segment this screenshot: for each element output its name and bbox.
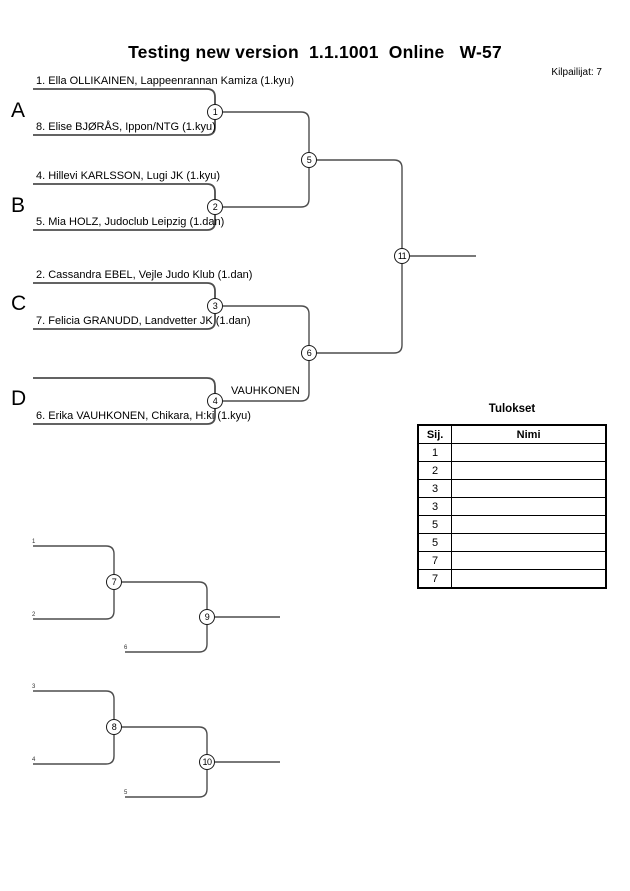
result-name [451,479,607,498]
result-row: 5 [417,533,607,552]
page-title: Testing new version 1.1.1001 Online W-57 [128,42,502,62]
competitor-slot: 4. Hillevi KARLSSON, Lugi JK (1.kyu) [36,170,221,182]
competitor-slot: 1. Ella OLLIKAINEN, Lappeenrannan Kamiza… [36,75,295,87]
competitor-slot: 2. Cassandra EBEL, Vejle Judo Klub (1.da… [36,269,253,281]
repechage1-final-line [122,581,208,653]
result-name [451,443,607,462]
result-name [451,551,607,570]
result-row: 5 [417,515,607,534]
result-row: 1 [417,443,607,462]
result-place: 1 [417,443,453,462]
result-place: 5 [417,515,453,534]
match-circle-10[interactable]: 10 [199,754,215,770]
match-circle-5[interactable]: 5 [301,152,317,168]
result-row: 3 [417,479,607,498]
results-col-place: Sij. [417,424,453,444]
result-row: 3 [417,497,607,516]
repechage-feed-label: 4 [32,757,36,763]
result-row: 7 [417,569,607,589]
match-winner-label: VAUHKONEN [231,385,300,397]
bracket-line-semifinal-top [223,111,310,208]
repechage-feed-label: 1 [32,539,36,545]
match-circle-1[interactable]: 1 [207,104,223,120]
repechage2-pair-line [33,690,115,765]
repechage2-final-line [122,726,208,798]
result-row: 2 [417,461,607,480]
pool-letter-b: B [11,194,26,217]
result-name [451,569,607,589]
result-name [451,497,607,516]
results-table: Sij. Nimi 1 2 3 3 5 [417,424,607,589]
match-circle-9[interactable]: 9 [199,609,215,625]
result-row: 7 [417,551,607,570]
repechage-feed-label: 3 [32,684,36,690]
result-place: 3 [417,479,453,498]
result-place: 5 [417,533,453,552]
bracket-line-final [317,159,403,354]
result-place: 7 [417,551,453,570]
result-place: 2 [417,461,453,480]
repechage-feed-label: 5 [124,790,128,796]
match-circle-4[interactable]: 4 [207,393,223,409]
competitors-count: Kilpailijat: 7 [551,67,602,78]
result-name [451,461,607,480]
competitor-slot: 7. Felicia GRANUDD, Landvetter JK (1.dan… [36,315,251,327]
competitor-slot: 5. Mia HOLZ, Judoclub Leipzig (1.dan) [36,216,225,228]
repechage-feed-label: 6 [124,645,128,651]
competitor-slot: 6. Erika VAUHKONEN, Chikara, H:ki (1.kyu… [36,410,251,422]
match-circle-11[interactable]: 11 [394,248,410,264]
match-circle-2[interactable]: 2 [207,199,223,215]
results-header-row: Sij. Nimi [417,424,607,444]
results-col-name: Nimi [451,424,607,444]
match-circle-8[interactable]: 8 [106,719,122,735]
pool-letter-c: C [11,292,27,315]
repechage1-pair-line [33,545,115,620]
pool-letter-d: D [11,387,27,410]
match-circle-3[interactable]: 3 [207,298,223,314]
result-place: 3 [417,497,453,516]
results-panel: Tulokset Sij. Nimi 1 2 3 3 [417,403,607,589]
result-name [451,515,607,534]
competitor-slot: 8. Elise BJØRÅS, Ippon/NTG (1.kyu) [36,121,216,133]
repechage-feed-label: 2 [32,612,36,618]
result-name [451,533,607,552]
match-circle-7[interactable]: 7 [106,574,122,590]
result-place: 7 [417,569,453,589]
match-circle-6[interactable]: 6 [301,345,317,361]
pool-letter-a: A [11,99,26,122]
results-title: Tulokset [488,403,536,415]
